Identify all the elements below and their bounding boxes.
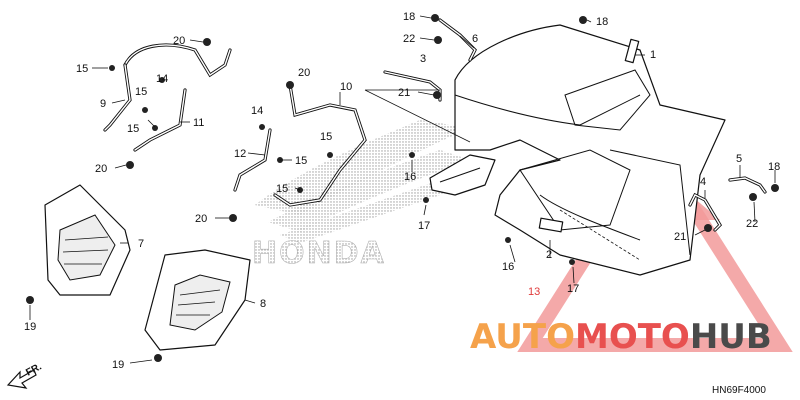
callout-3: 3 <box>420 53 426 65</box>
callout-13: 13 <box>528 286 540 298</box>
callout-10: 10 <box>340 81 352 93</box>
callout-9: 9 <box>100 98 106 110</box>
callout-2: 2 <box>546 249 552 261</box>
brand-hub: HUB <box>690 317 772 357</box>
callout-15: 15 <box>135 86 147 98</box>
callout-18: 18 <box>596 16 608 28</box>
callout-19: 19 <box>24 321 36 333</box>
callout-15: 15 <box>276 183 288 195</box>
honda-wing-watermark: HONDA <box>252 120 470 271</box>
callout-20: 20 <box>95 163 107 175</box>
callout-12: 12 <box>234 148 246 160</box>
mudguard-left <box>44 184 131 296</box>
callout-20: 20 <box>298 67 310 79</box>
bolt-1 <box>624 38 640 64</box>
callout-4: 4 <box>700 176 706 188</box>
fender-pad-2 <box>538 217 564 233</box>
fender-bracket <box>429 154 496 196</box>
callout-15: 15 <box>127 123 139 135</box>
brand-moto: MOTO <box>575 317 690 357</box>
stay-rod-3 <box>383 70 442 102</box>
callout-14: 14 <box>156 73 168 85</box>
stay-rod-6 <box>438 18 477 62</box>
diagram-code: HN69F4000 <box>712 385 766 396</box>
callout-22: 22 <box>746 218 758 230</box>
callout-22: 22 <box>403 33 415 45</box>
callout-16: 16 <box>404 171 416 183</box>
front-direction-arrow: FR. <box>6 361 44 389</box>
callout-17: 17 <box>418 220 430 232</box>
callout-20: 20 <box>195 213 207 225</box>
svg-text:AUTOMOTOHUB: AUTOMOTOHUB <box>470 317 772 357</box>
callout-11: 11 <box>193 117 204 129</box>
brand-auto: AUTO <box>470 317 575 357</box>
honda-logo-text: HONDA <box>252 236 386 271</box>
rear-fender <box>454 24 726 276</box>
cable-assembly-10 <box>233 83 367 207</box>
callout-15: 15 <box>295 155 307 167</box>
callout-5: 5 <box>736 153 742 165</box>
mudguard-right <box>144 249 251 351</box>
stay-rod-5 <box>728 176 767 194</box>
callout-15: 15 <box>320 131 332 143</box>
callout-18: 18 <box>403 11 415 23</box>
callout-6: 6 <box>472 33 478 45</box>
callout-16: 16 <box>502 261 514 273</box>
callout-20: 20 <box>173 35 185 47</box>
callout-21: 21 <box>674 231 686 243</box>
stay-rod-4 <box>688 192 723 232</box>
callout-1: 1 <box>650 49 656 61</box>
callouts: 18 22 6 18 1 20 15 14 15 9 15 11 20 3 21… <box>24 11 780 371</box>
callout-8: 8 <box>260 298 266 310</box>
brand-watermark: AUTOMOTOHUB <box>470 317 772 357</box>
callout-18: 18 <box>768 161 780 173</box>
callout-14: 14 <box>251 105 263 117</box>
callout-15: 15 <box>76 63 88 75</box>
callout-17: 17 <box>567 283 579 295</box>
callout-21: 21 <box>398 87 410 99</box>
callout-7: 7 <box>138 238 144 250</box>
cable-assembly-11 <box>103 43 232 152</box>
callout-19: 19 <box>112 359 124 371</box>
front-direction-label: FR. <box>24 361 44 378</box>
leader-lines <box>29 15 776 364</box>
